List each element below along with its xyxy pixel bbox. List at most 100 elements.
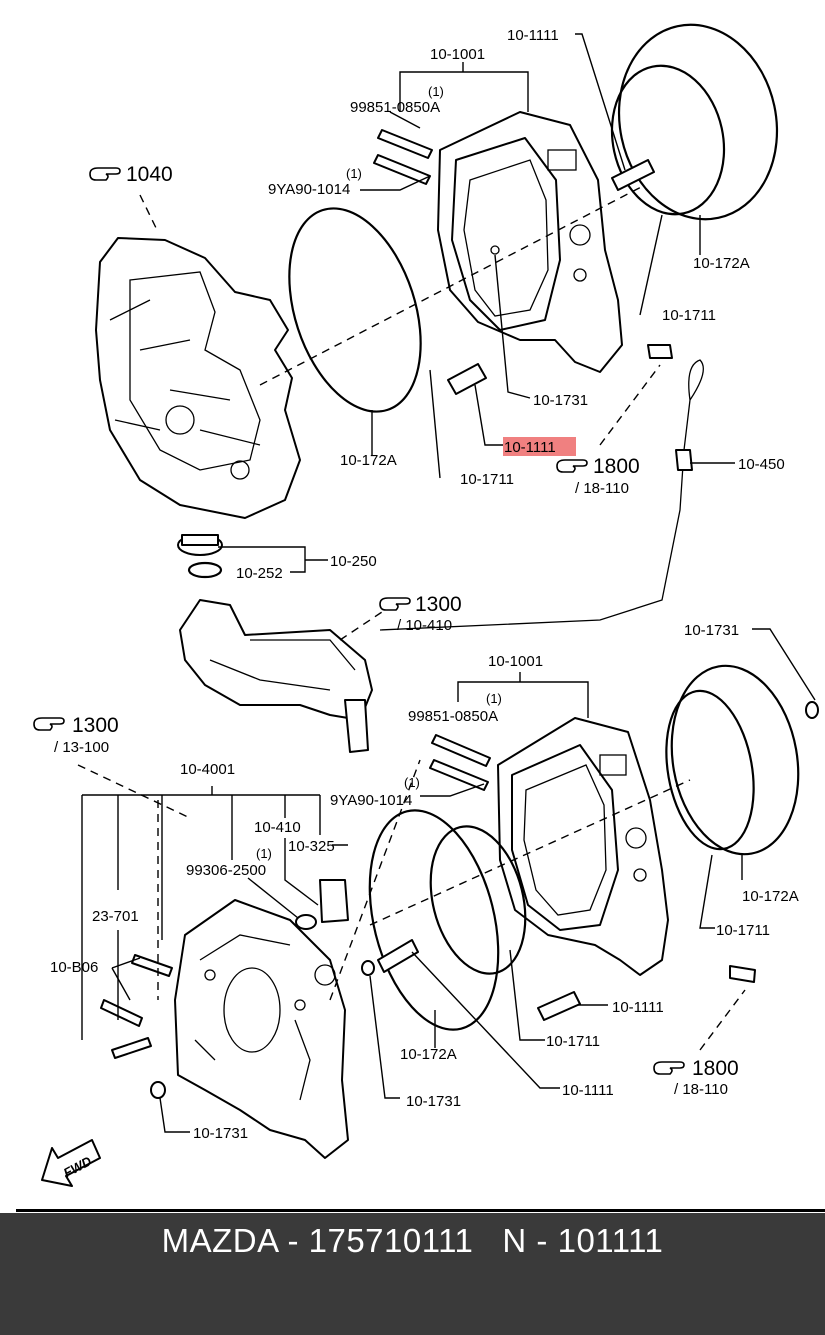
ref-1300-cover-sub: / 13-100	[54, 739, 109, 756]
bottom-dowel-left	[377, 939, 419, 973]
label-cover-701: 23-701	[92, 908, 139, 925]
label-top-qty-b: (1)	[346, 166, 362, 181]
engine-block-outline	[95, 237, 301, 519]
label-bottom-oring-mid: 10-1711	[546, 1033, 600, 1050]
top-stud-99851	[377, 129, 433, 159]
ref-1800-bottom-sub: / 18-110	[674, 1081, 728, 1098]
footer-separator: -	[277, 1222, 309, 1259]
leader-lines	[81, 33, 816, 1133]
fwd-arrow	[41, 1139, 101, 1187]
footer-separator: -	[526, 1222, 558, 1259]
oil-filler-pipe	[179, 599, 373, 753]
label-filler-gasket: 10-252	[236, 565, 283, 582]
ref-1300-filler: 1300	[415, 593, 462, 616]
cover-ref-arrow	[77, 764, 191, 819]
label-filler-assy: 10-250	[330, 553, 377, 570]
top-dowel-highlight	[447, 363, 487, 395]
footer-gap	[473, 1222, 502, 1259]
hand-icon	[89, 167, 121, 181]
label-bottom-stud-b: 9YA90-1014	[330, 792, 412, 809]
label-bottom-ring-right: 10-172A	[742, 888, 799, 905]
hand-icon	[653, 1061, 685, 1075]
bottom-plug-right	[805, 701, 819, 719]
label-dipstick: 10-450	[738, 456, 785, 473]
cover-to-housing-dash	[329, 759, 421, 1001]
label-cover-410: 10-410	[254, 819, 301, 836]
ref-1300-cover: 1300	[72, 714, 119, 737]
bottom-axis-line	[369, 779, 691, 926]
bottom-stud-9ya90	[429, 759, 489, 791]
label-top-stud-b: 9YA90-1014	[268, 181, 350, 198]
label-bottom-pin-right: 10-1111	[612, 999, 664, 1016]
top-axis-line	[259, 184, 646, 386]
label-bottom-qty-a: (1)	[486, 691, 502, 706]
cover-plug	[150, 1081, 166, 1099]
label-bottom-housing: 10-1001	[488, 653, 543, 670]
highlight-box	[503, 437, 576, 456]
label-front-cover: 10-4001	[180, 761, 235, 778]
bottom-1800-arrow	[699, 989, 746, 1051]
label-top-pin-highlight: 10-1111	[504, 439, 556, 456]
hand-icon	[379, 597, 411, 611]
filler-gasket	[187, 561, 223, 579]
label-bottom-pin-bottom: 10-1111	[562, 1082, 614, 1099]
label-bottom-oring-right: 10-1711	[716, 922, 770, 939]
footer-bar	[0, 1213, 825, 1335]
label-top-oring-left: 10-1711	[460, 471, 514, 488]
oil-filler-cap	[177, 534, 223, 556]
top-1800-arrow	[599, 364, 661, 446]
bottom-rotor-housing	[497, 717, 669, 976]
top-oring-right	[610, 64, 726, 216]
label-top-stud-a: 99851-0850A	[350, 99, 440, 116]
label-top-housing: 10-1001	[430, 46, 485, 63]
bottom-plug-left	[361, 960, 375, 976]
top-ring-left	[288, 207, 422, 413]
bottom-dowel-right	[537, 991, 581, 1021]
label-bottom-ring-left: 10-172A	[400, 1046, 457, 1063]
bottom-oring-mid	[429, 825, 527, 975]
ref-1800-top: 1800	[593, 455, 640, 478]
label-bottom-qty-b: (1)	[404, 775, 420, 790]
top-rotor-housing	[437, 111, 623, 373]
bottom-oring-right	[665, 689, 755, 851]
ref-1800-top-sub: / 18-110	[575, 480, 629, 497]
cover-studs	[100, 954, 173, 1059]
top-ref-1040-arrow	[139, 194, 159, 233]
footer-n-value: 101111	[557, 1222, 664, 1259]
top-ring-right	[617, 23, 779, 221]
top-dowel-right	[611, 159, 655, 191]
label-top-oring-right: 10-1711	[662, 307, 716, 324]
label-top-pin-right: 10-1111	[507, 27, 559, 44]
footer-caption: MAZDA - 175710111 N - 101111	[0, 1222, 825, 1260]
top-stud-9ya90	[373, 154, 431, 185]
cover-sensor	[295, 879, 349, 930]
footer-divider	[16, 1209, 825, 1212]
filler-ref-arrow	[339, 609, 386, 641]
label-bottom-plug-left: 10-1731	[406, 1093, 461, 1110]
footer-n-prefix: N	[502, 1222, 527, 1259]
footer-part-number: 175710111	[308, 1222, 474, 1259]
label-top-qty-a: (1)	[428, 84, 444, 99]
exploded-parts-diagram: 1040 1300 / 10-410 1300 / 13-100 1800 / …	[33, 23, 819, 1187]
label-bottom-stud-a: 99851-0850A	[408, 708, 498, 725]
label-cover-325: 10-325	[288, 838, 335, 855]
label-cover-b06: 10-B06	[50, 959, 98, 976]
label-cover-qty: (1)	[256, 846, 272, 861]
footer-brand: MAZDA	[161, 1222, 278, 1259]
hand-icon	[33, 717, 65, 731]
bottom-ring-left	[368, 809, 500, 1031]
label-top-plug: 10-1731	[533, 392, 588, 409]
ref-1800-bottom: 1800	[692, 1057, 739, 1080]
bottom-stud-99851	[431, 734, 491, 767]
label-cover-bolt: 99306-2500	[186, 862, 266, 879]
label-cover-plug: 10-1731	[193, 1125, 248, 1142]
label-top-ring-left: 10-172A	[340, 452, 397, 469]
bottom-ring-right	[670, 664, 800, 856]
dipstick	[379, 359, 704, 631]
label-top-ring-right: 10-172A	[693, 255, 750, 272]
top-plug	[647, 344, 673, 359]
front-cover	[174, 899, 349, 1159]
label-bottom-plug-right: 10-1731	[684, 622, 739, 639]
hand-icon	[556, 459, 588, 473]
ref-1040: 1040	[126, 163, 173, 186]
